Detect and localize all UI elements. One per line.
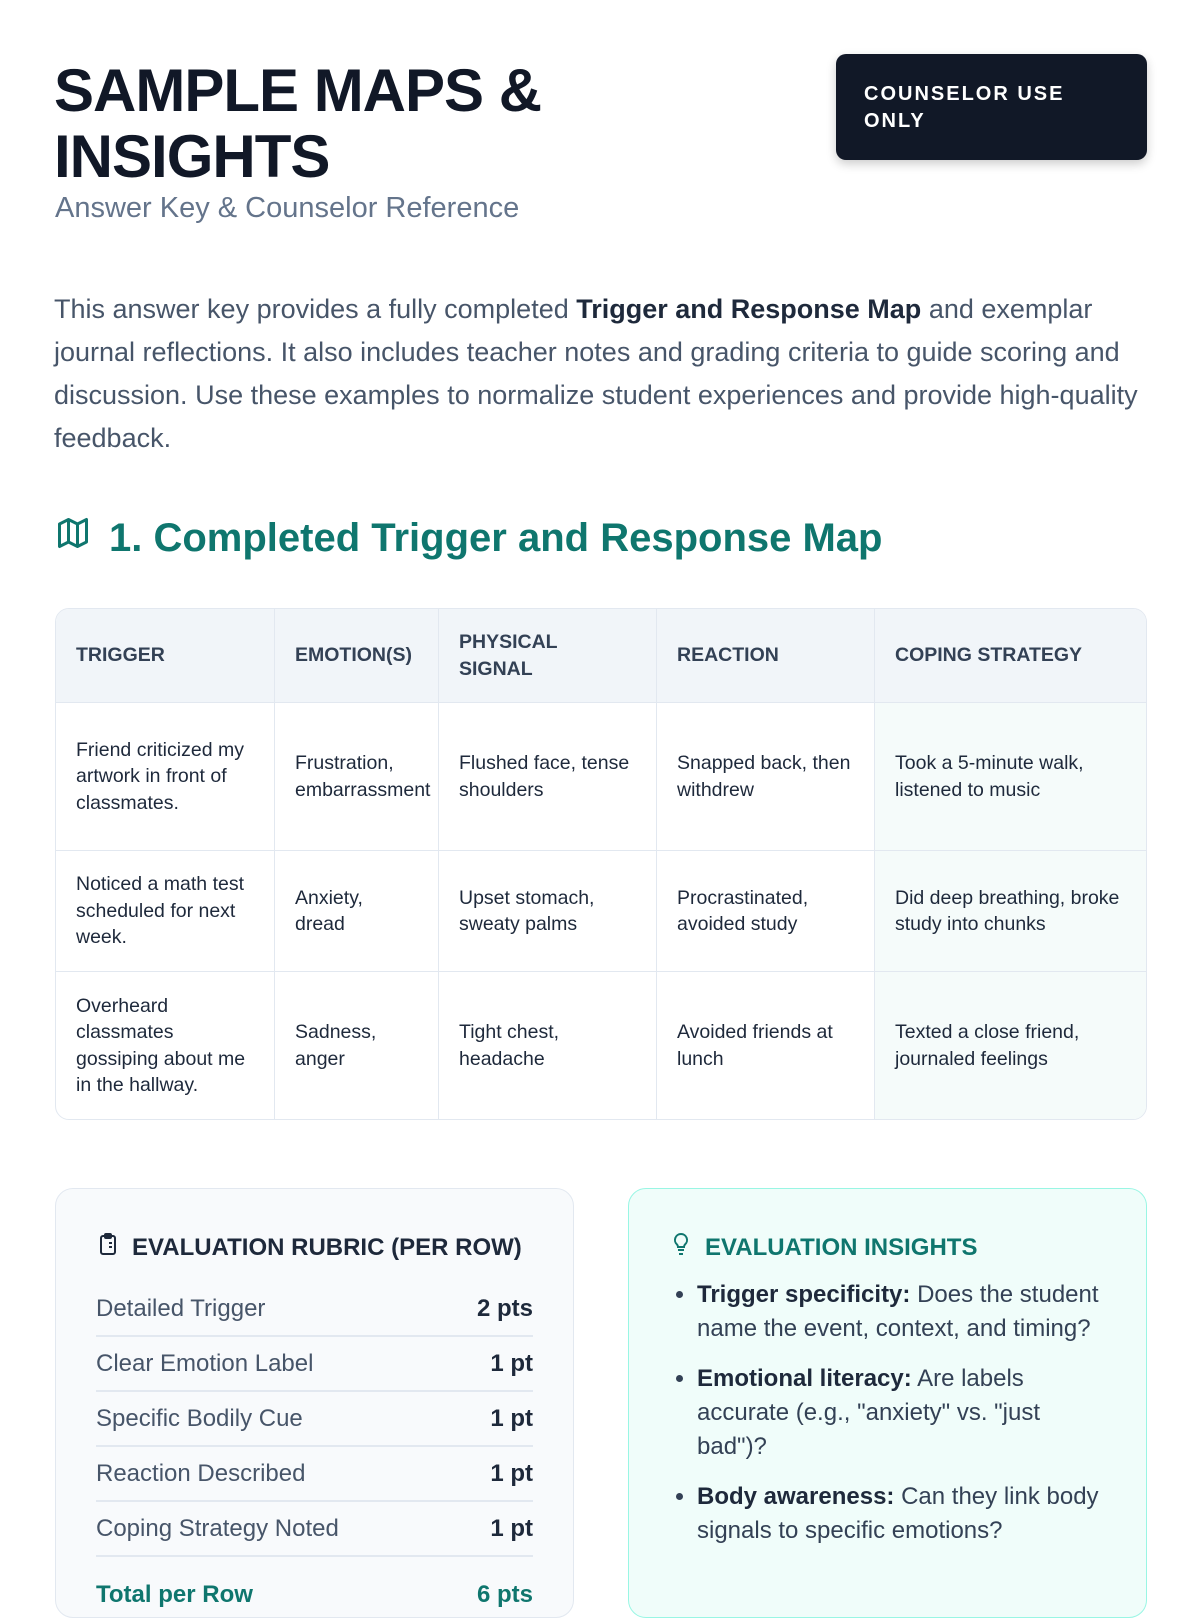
intro-paragraph: This answer key provides a fully complet… bbox=[54, 288, 1154, 460]
trigger-response-table: TRIGGER EMOTION(S) PHYSICAL SIGNAL REACT… bbox=[55, 608, 1147, 1120]
rubric-total-label: Total per Row bbox=[96, 1580, 253, 1608]
insights-title: EVALUATION INSIGHTS bbox=[705, 1233, 978, 1261]
table-row: Overheard classmates gossiping about me … bbox=[56, 971, 1146, 1119]
insight-text: Are labels accurate (e.g., "anxiety" vs.… bbox=[697, 1365, 1041, 1460]
table-cell: Sadness, anger bbox=[274, 972, 438, 1119]
insight-item: Emotional literacy: Are labels accurate … bbox=[697, 1362, 1106, 1464]
column-header: REACTION bbox=[656, 609, 874, 702]
column-header: COPING STRATEGY bbox=[874, 609, 1146, 702]
table-cell: Friend criticized my artwork in front of… bbox=[76, 738, 244, 814]
insights-heading: EVALUATION INSIGHTS bbox=[669, 1231, 1106, 1264]
rubric-points: 1 pt bbox=[490, 1404, 533, 1432]
rubric-item: Coping Strategy Noted 1 pt bbox=[96, 1502, 533, 1557]
rubric-points: 1 pt bbox=[490, 1514, 533, 1542]
table-cell: Avoided friends at lunch bbox=[656, 972, 874, 1119]
rubric-item: Clear Emotion Label 1 pt bbox=[96, 1337, 533, 1392]
rubric-points: 2 pts bbox=[476, 1294, 533, 1322]
rubric-item: Reaction Described 1 pt bbox=[96, 1447, 533, 1502]
clipboard-icon bbox=[96, 1231, 120, 1264]
table-cell: Flushed face, tense shoulders bbox=[438, 703, 656, 850]
insight-item: Body awareness: Can they link body signa… bbox=[697, 1480, 1106, 1548]
page-title: SAMPLE MAPS & INSIGHTS bbox=[54, 57, 542, 190]
page-subtitle: Answer Key & Counselor Reference bbox=[55, 192, 520, 224]
rubric-total-points: 6 pts bbox=[476, 1580, 533, 1608]
insight-item: Trigger specificity: Does the student na… bbox=[697, 1278, 1106, 1346]
table-cell: Anxiety, dread bbox=[274, 851, 438, 971]
table-cell: Noticed a math test scheduled for next w… bbox=[76, 873, 244, 949]
insight-text: Can they link body signals to specific e… bbox=[697, 1483, 1099, 1544]
rubric-item: Specific Bodily Cue 1 pt bbox=[96, 1392, 533, 1447]
rubric-label: Specific Bodily Cue bbox=[96, 1404, 303, 1432]
rubric-points: 1 pt bbox=[490, 1459, 533, 1487]
table-cell: Took a 5-minute walk, listened to music bbox=[874, 703, 1146, 850]
insight-label: Trigger specificity: bbox=[697, 1281, 911, 1308]
section-heading: 1. Completed Trigger and Response Map bbox=[55, 515, 882, 561]
rubric-item: Detailed Trigger 2 pts bbox=[96, 1282, 533, 1337]
insights-card: EVALUATION INSIGHTS Trigger specificity:… bbox=[628, 1188, 1147, 1618]
table-cell: Frustration, embarrassment bbox=[274, 703, 438, 850]
rubric-title: EVALUATION RUBRIC (PER ROW) bbox=[132, 1233, 522, 1261]
table-cell: Texted a close friend, journaled feeling… bbox=[874, 972, 1146, 1119]
table-cell: Overheard classmates gossiping about me … bbox=[76, 994, 246, 1097]
rubric-label: Detailed Trigger bbox=[96, 1294, 266, 1322]
table-row: Noticed a math test scheduled for next w… bbox=[56, 850, 1146, 971]
insights-list: Trigger specificity: Does the student na… bbox=[669, 1278, 1106, 1548]
rubric-points: 1 pt bbox=[490, 1349, 533, 1377]
table-header-row: TRIGGER EMOTION(S) PHYSICAL SIGNAL REACT… bbox=[56, 609, 1146, 702]
rubric-card: EVALUATION RUBRIC (PER ROW) Detailed Tri… bbox=[55, 1188, 574, 1618]
column-header: PHYSICAL SIGNAL bbox=[438, 609, 656, 702]
rubric-label: Reaction Described bbox=[96, 1459, 306, 1487]
table-cell: Did deep breathing, broke study into chu… bbox=[874, 851, 1146, 971]
intro-text: This answer key provides a fully complet… bbox=[54, 294, 577, 324]
rubric-label: Coping Strategy Noted bbox=[96, 1514, 339, 1542]
map-icon bbox=[55, 515, 91, 561]
table-cell: Upset stomach, sweaty palms bbox=[438, 851, 656, 971]
lightbulb-icon bbox=[669, 1231, 693, 1264]
table-cell: Procrastinated, avoided study bbox=[656, 851, 874, 971]
table-cell: Snapped back, then withdrew bbox=[656, 703, 874, 850]
section-title: 1. Completed Trigger and Response Map bbox=[109, 515, 883, 560]
intro-text-end: and exemplar journal reflections. It als… bbox=[54, 294, 1138, 453]
column-header: EMOTION(S) bbox=[274, 609, 438, 702]
table-cell: Tight chest, headache bbox=[438, 972, 656, 1119]
rubric-label: Clear Emotion Label bbox=[96, 1349, 314, 1377]
table-row: Friend criticized my artwork in front of… bbox=[56, 702, 1146, 850]
insight-label: Emotional literacy: bbox=[697, 1365, 912, 1392]
counselor-use-badge: COUNSELOR USE ONLY bbox=[836, 54, 1147, 160]
intro-bold: Trigger and Response Map bbox=[576, 294, 922, 324]
insight-label: Body awareness: bbox=[697, 1483, 895, 1510]
rubric-heading: EVALUATION RUBRIC (PER ROW) bbox=[96, 1231, 533, 1264]
rubric-total: Total per Row 6 pts bbox=[96, 1567, 533, 1622]
column-header: TRIGGER bbox=[76, 644, 165, 667]
insight-text: Does the student name the event, context… bbox=[697, 1281, 1099, 1342]
